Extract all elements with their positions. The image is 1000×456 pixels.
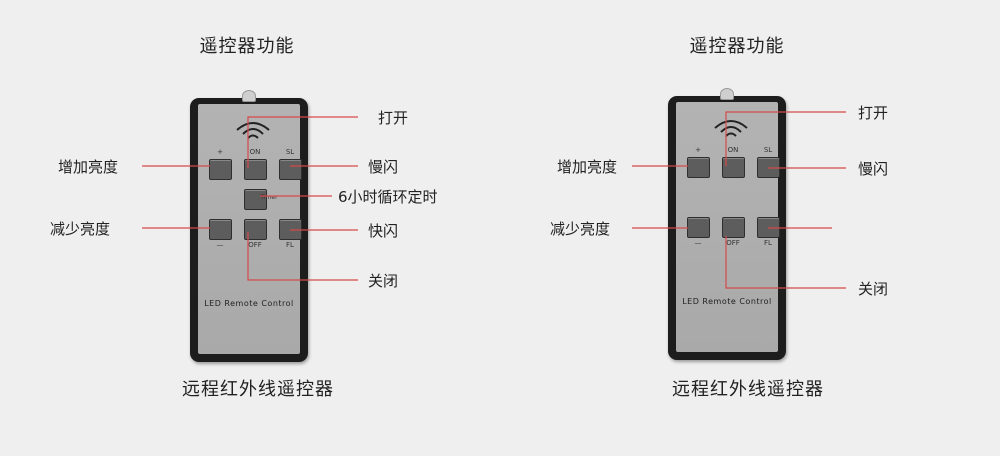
brightness-down-button[interactable] bbox=[687, 217, 710, 238]
slow-flash-button[interactable] bbox=[279, 159, 302, 180]
panel-caption: 远程红外线遥控器 bbox=[182, 379, 334, 400]
ir-led bbox=[720, 88, 734, 100]
label-minus: — bbox=[216, 241, 224, 249]
label-fl: FL bbox=[764, 239, 772, 247]
callout-power-on: 打开 bbox=[858, 104, 889, 122]
fast-flash-button[interactable] bbox=[757, 217, 780, 238]
callout-brightness-up: 增加亮度 bbox=[557, 158, 618, 176]
remote-face: + ON SL Timer — OFF FL LED Remote Contro… bbox=[198, 104, 302, 354]
callout-brightness-down: 减少亮度 bbox=[50, 220, 111, 238]
panel-caption: 远程红外线遥控器 bbox=[672, 379, 824, 400]
panel-title: 遥控器功能 bbox=[689, 36, 785, 57]
label-minus: — bbox=[694, 239, 702, 247]
slow-flash-button[interactable] bbox=[757, 157, 780, 178]
brand-text: LED Remote Control bbox=[682, 297, 772, 306]
remote-control: + ON SL — OFF FL LED Remote Control bbox=[668, 88, 786, 360]
panel-title: 遥控器功能 bbox=[199, 36, 295, 57]
timer-button[interactable] bbox=[244, 189, 267, 210]
label-on: ON bbox=[249, 148, 261, 156]
label-plus: + bbox=[217, 148, 223, 156]
label-fl: FL bbox=[286, 241, 294, 249]
callout-power-on: 打开 bbox=[378, 109, 409, 127]
brightness-up-button[interactable] bbox=[209, 159, 232, 180]
fast-flash-button[interactable] bbox=[279, 219, 302, 240]
callout-slow-flash: 慢闪 bbox=[858, 160, 889, 178]
ir-led bbox=[242, 90, 256, 102]
callout-brightness-down: 减少亮度 bbox=[550, 220, 611, 238]
panel-without-timer: 遥控器功能 + ON SL — OFF FL LED Remote Contro… bbox=[500, 0, 1000, 456]
label-off: OFF bbox=[726, 239, 740, 247]
callout-power-off: 关闭 bbox=[368, 272, 399, 290]
power-on-button[interactable] bbox=[244, 159, 267, 180]
label-sl: SL bbox=[763, 146, 773, 154]
remote-face: + ON SL — OFF FL LED Remote Control bbox=[676, 102, 780, 352]
remote-control: + ON SL Timer — OFF FL LED Remote Contro… bbox=[190, 90, 308, 362]
panel-with-timer: 遥控器功能 + ON SL Timer — OFF FL LED Remote … bbox=[50, 36, 438, 400]
brand-text: LED Remote Control bbox=[204, 299, 294, 308]
callout-slow-flash: 慢闪 bbox=[368, 158, 399, 176]
label-sl: SL bbox=[285, 148, 295, 156]
callout-power-off: 关闭 bbox=[858, 280, 889, 298]
power-off-button[interactable] bbox=[722, 217, 745, 238]
label-on: ON bbox=[727, 146, 739, 154]
wireless-signal-icon bbox=[714, 120, 748, 137]
label-plus: + bbox=[695, 146, 701, 154]
callout-fast-flash: 快闪 bbox=[368, 222, 399, 240]
power-on-button[interactable] bbox=[722, 157, 745, 178]
label-timer: Timer bbox=[260, 194, 278, 201]
brightness-down-button[interactable] bbox=[209, 219, 232, 240]
label-off: OFF bbox=[248, 241, 262, 249]
power-off-button[interactable] bbox=[244, 219, 267, 240]
callout-timer: 6小时循环定时 bbox=[338, 188, 438, 206]
brightness-up-button[interactable] bbox=[687, 157, 710, 178]
wireless-signal-icon bbox=[236, 122, 270, 139]
callout-brightness-up: 增加亮度 bbox=[58, 158, 119, 176]
